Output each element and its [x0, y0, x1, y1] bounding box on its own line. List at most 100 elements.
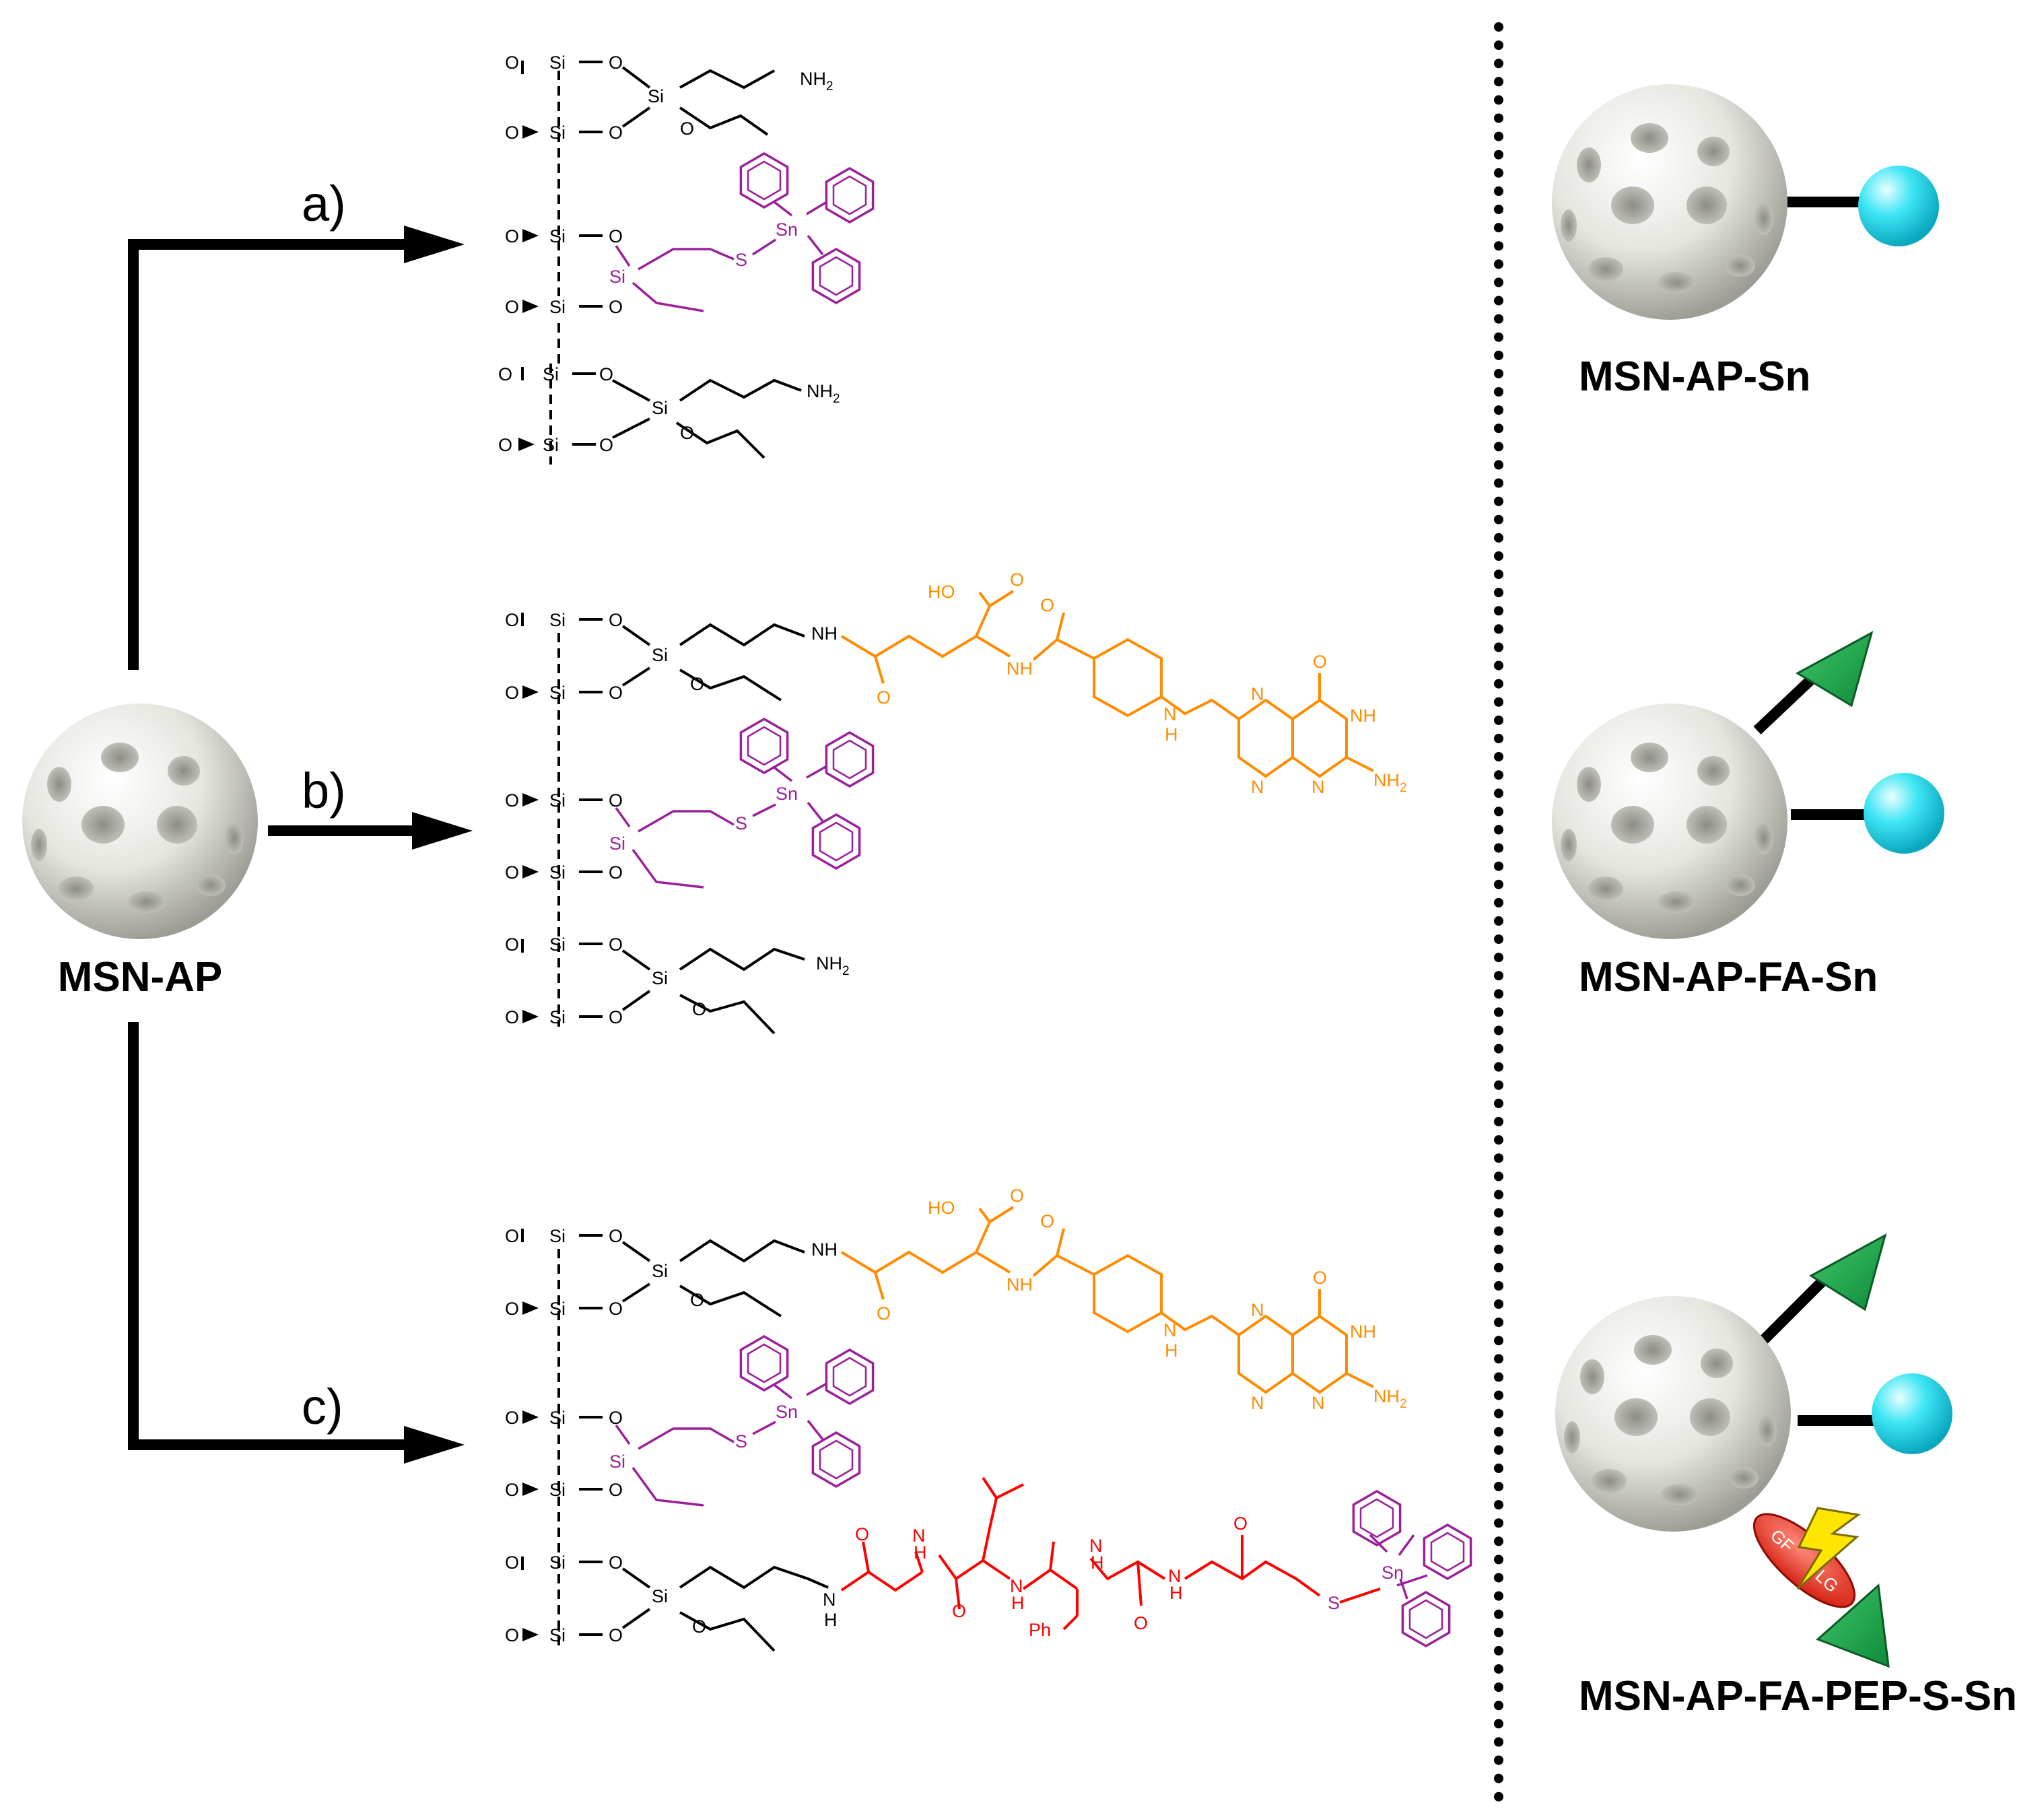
structure-a: O Si O Si O O Si O NH2 O Si O O Si O O S… — [498, 53, 875, 465]
svg-text:O: O — [609, 1552, 623, 1573]
svg-text:S: S — [735, 813, 747, 833]
svg-text:N: N — [1163, 1320, 1177, 1340]
svg-text:H: H — [1169, 1583, 1183, 1603]
product-a-particle — [1552, 84, 1787, 320]
msn-ap-label: MSN-AP — [58, 954, 223, 1000]
svg-text:O: O — [1233, 1513, 1248, 1534]
svg-text:H: H — [1165, 724, 1178, 745]
svg-text:O: O — [505, 1625, 519, 1645]
svg-text:O: O — [877, 687, 891, 708]
svg-text:O: O — [505, 790, 519, 811]
step-c-label: c) — [302, 1379, 343, 1435]
svg-text:O: O — [505, 862, 519, 883]
product-c: GF LG MSN-AP-FA-PEP-S-Sn — [1555, 1233, 2017, 1719]
released-folate-triangle — [1816, 1583, 1890, 1668]
svg-text:O: O — [599, 435, 613, 455]
arrow-c-line — [128, 1022, 411, 1450]
svg-text:Si: Si — [549, 683, 566, 703]
svg-text:Si: Si — [543, 364, 559, 384]
svg-text:NH2: NH2 — [816, 953, 850, 978]
svg-text:N: N — [1251, 777, 1264, 797]
svg-text:O: O — [1040, 595, 1054, 615]
svg-text:Si: Si — [648, 86, 664, 106]
svg-text:NH2: NH2 — [1373, 770, 1407, 795]
svg-text:O: O — [498, 435, 512, 455]
structure-b-tin-text: Si S Sn — [609, 784, 798, 854]
product-c-label: MSN-AP-FA-PEP-S-Sn — [1579, 1673, 2017, 1719]
structure-c-silica-text: O Si O Si O Si O O NH O Si O O Si O O Si… — [505, 1226, 838, 1645]
svg-text:Si: Si — [609, 1451, 625, 1472]
structure-c-peptide — [840, 1476, 1381, 1631]
structure-c-tin-linker — [615, 1335, 875, 1507]
svg-text:O: O — [609, 862, 623, 883]
svg-text:Si: Si — [549, 1625, 566, 1645]
svg-text:Si: Si — [609, 267, 625, 287]
svg-text:O: O — [609, 1625, 623, 1645]
svg-text:N: N — [1311, 1393, 1325, 1413]
arrow-heads — [404, 226, 473, 1464]
svg-text:N: N — [823, 1590, 836, 1610]
svg-text:NH: NH — [1007, 1274, 1033, 1295]
svg-text:Si: Si — [549, 1408, 566, 1428]
svg-text:Si: Si — [549, 1552, 566, 1573]
svg-text:O: O — [505, 610, 519, 630]
structure-b: O Si O Si O Si O O NH O Si O O Si O O Si… — [505, 570, 1407, 1035]
structure-c-silica-wedges — [522, 1301, 539, 1641]
svg-text:O: O — [1313, 652, 1327, 672]
svg-text:N: N — [912, 1526, 926, 1546]
structure-c-peptide-tin — [1352, 1490, 1472, 1647]
svg-text:N: N — [1251, 1393, 1264, 1413]
svg-text:NH: NH — [1007, 658, 1033, 679]
svg-text:O: O — [609, 1007, 623, 1027]
tin-sphere — [1864, 773, 1944, 854]
svg-text:O: O — [609, 1226, 623, 1246]
svg-text:N: N — [1251, 1300, 1264, 1320]
product-a-label: MSN-AP-Sn — [1579, 353, 1810, 400]
svg-text:H: H — [1011, 1593, 1025, 1613]
svg-text:O: O — [505, 1480, 519, 1500]
svg-text:O: O — [690, 674, 704, 694]
svg-text:O: O — [609, 610, 623, 630]
msn-ap-particle — [22, 704, 258, 939]
arrow-b-head — [412, 812, 473, 850]
structure-c-tin-text: Si S Sn — [609, 1402, 798, 1472]
svg-text:H: H — [1091, 1552, 1104, 1573]
svg-text:Sn: Sn — [776, 1402, 798, 1422]
svg-text:Si: Si — [652, 968, 668, 988]
svg-text:O: O — [609, 226, 623, 246]
arrow-a-line — [128, 239, 411, 670]
structure-c-silica — [521, 1229, 829, 1652]
svg-text:O: O — [505, 53, 519, 73]
svg-text:H: H — [914, 1542, 927, 1563]
svg-text:Sn: Sn — [776, 219, 798, 240]
svg-text:Si: Si — [609, 833, 625, 854]
structure-a-tin-text: Si S Sn — [609, 219, 798, 287]
enzyme-bolt-icon — [1796, 1507, 1861, 1590]
svg-text:H: H — [1165, 1340, 1178, 1361]
structure-b-folate — [840, 590, 1374, 778]
svg-text:Si: Si — [549, 1299, 566, 1319]
svg-text:O: O — [505, 226, 519, 246]
svg-text:O: O — [505, 123, 519, 143]
product-b-label: MSN-AP-FA-Sn — [1579, 954, 1878, 1000]
svg-text:Si: Si — [549, 53, 566, 73]
product-a: MSN-AP-Sn — [1552, 84, 1939, 400]
svg-text:Si: Si — [549, 1007, 566, 1027]
svg-text:Sn: Sn — [776, 784, 798, 804]
structure-c-peptide-tin-text: S Sn — [1328, 1563, 1404, 1613]
svg-text:O: O — [498, 364, 512, 384]
svg-text:O: O — [609, 683, 623, 703]
tin-sphere — [1858, 166, 1939, 246]
svg-text:O: O — [609, 123, 623, 143]
structure-c-folate-text: HO O O O NH N H N N N NH O NH2 — [877, 1186, 1407, 1413]
svg-text:N: N — [1311, 777, 1325, 797]
svg-text:O: O — [855, 1524, 869, 1544]
svg-text:Si: Si — [549, 1480, 566, 1500]
svg-text:O: O — [609, 297, 623, 317]
product-c-particle — [1555, 1296, 1791, 1532]
svg-text:Si: Si — [549, 862, 566, 883]
svg-text:Sn: Sn — [1382, 1563, 1404, 1583]
structure-c: O Si O Si O Si O O NH O Si O O Si O O Si… — [505, 1186, 1472, 1652]
svg-text:O: O — [599, 364, 613, 384]
